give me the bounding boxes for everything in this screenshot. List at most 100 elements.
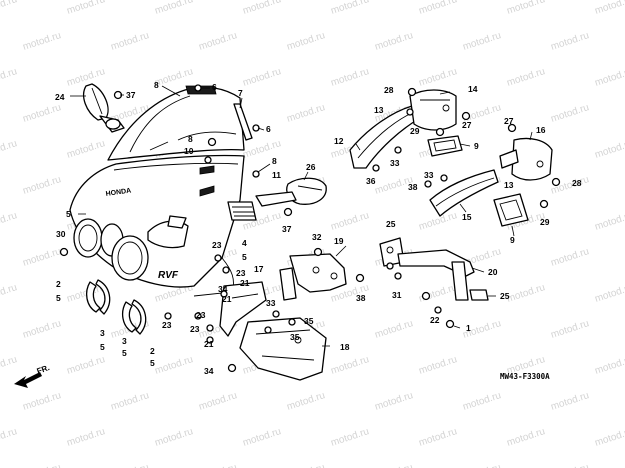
callout-38: 38 — [408, 182, 418, 192]
callout-5: 5 — [122, 348, 127, 358]
callout-38: 38 — [356, 293, 366, 303]
callout-2: 2 — [150, 346, 155, 356]
callout-16: 16 — [536, 125, 546, 135]
callout-29: 29 — [410, 126, 420, 136]
watermark-text: motod.ru — [418, 426, 459, 449]
watermark-text: motod.ru — [330, 426, 371, 449]
watermark-text: motod.ru — [550, 102, 591, 125]
stay-20 — [379, 237, 489, 301]
callout-33: 33 — [266, 298, 276, 308]
watermark-text: motod.ru — [374, 390, 415, 413]
callout-30: 30 — [56, 229, 66, 239]
watermark-text: motod.ru — [22, 174, 63, 197]
watermark-text: motod.ru — [66, 138, 107, 161]
callout-12: 12 — [334, 136, 344, 146]
watermark-text: motod.ru — [418, 0, 459, 17]
direction-label: FR. — [36, 363, 51, 376]
leader-lines — [70, 85, 533, 347]
callout-21: 21 — [222, 294, 232, 304]
callout-14: 14 — [468, 84, 478, 94]
callout-23: 23 — [236, 268, 246, 278]
callout-6: 6 — [212, 82, 217, 92]
watermark-text: motod.ru — [154, 354, 195, 377]
duct-14 — [409, 89, 457, 131]
watermark-text: motod.ru — [330, 354, 371, 377]
watermark-text: motod.ru — [198, 462, 239, 468]
lower-panel-18 — [239, 317, 327, 381]
watermark-text: motod.ru — [110, 462, 151, 468]
watermark-text: motod.ru — [0, 66, 18, 89]
seal-9b — [493, 193, 529, 227]
watermark-text: motod.ru — [462, 390, 503, 413]
watermark-text: motod.ru — [594, 0, 625, 17]
callout-5: 5 — [66, 209, 71, 219]
watermark-text: motod.ru — [506, 426, 547, 449]
watermark-text: motod.ru — [0, 0, 18, 17]
callout-24: 24 — [55, 92, 65, 102]
watermark-text: motod.ru — [594, 66, 625, 89]
callout-13: 13 — [504, 180, 514, 190]
callout-5: 5 — [100, 342, 105, 352]
callout-9: 9 — [474, 141, 479, 151]
watermark-text: motod.ru — [0, 354, 18, 377]
callout-1: 1 — [466, 323, 471, 333]
watermark-text: motod.ru — [418, 354, 459, 377]
callout-36: 36 — [366, 176, 376, 186]
callout-31: 31 — [392, 290, 402, 300]
callout-5: 5 — [242, 252, 247, 262]
callout-3: 3 — [122, 336, 127, 346]
callout-7: 7 — [238, 88, 243, 98]
callout-28: 28 — [384, 85, 394, 95]
diagram-code: MW43-F3300A — [500, 372, 550, 381]
watermark-text: motod.ru — [330, 0, 371, 17]
watermark-text: motod.ru — [110, 390, 151, 413]
watermark-text: motod.ru — [550, 318, 591, 341]
watermark-text: motod.ru — [22, 390, 63, 413]
watermark-text: motod.ru — [0, 426, 18, 449]
callout-2: 2 — [56, 279, 61, 289]
watermark-text: motod.ru — [462, 462, 503, 468]
callout-34: 34 — [204, 366, 214, 376]
callout-21: 21 — [240, 278, 250, 288]
hose-clamps — [85, 279, 147, 335]
watermark-text: motod.ru — [374, 462, 415, 468]
watermark-text: motod.ru — [550, 462, 591, 468]
callout-19: 19 — [334, 236, 344, 246]
watermark-text: motod.ru — [0, 138, 18, 161]
callout-9: 9 — [510, 235, 515, 245]
callout-23: 23 — [162, 320, 172, 330]
callout-10: 10 — [184, 146, 194, 156]
watermark-text: motod.ru — [594, 354, 625, 377]
watermark-text: motod.ru — [154, 0, 195, 17]
callout-28: 28 — [572, 178, 582, 188]
callout-37: 37 — [126, 90, 136, 100]
watermark-text: motod.ru — [22, 318, 63, 341]
brand-mark: HONDA — [105, 187, 131, 198]
callout-11: 11 — [272, 170, 281, 180]
watermark-text: motod.ru — [550, 246, 591, 269]
watermark-text: motod.ru — [594, 426, 625, 449]
watermark-text: motod.ru — [594, 282, 625, 305]
watermark-text: motod.ru — [154, 66, 195, 89]
callout-20: 20 — [488, 267, 498, 277]
watermark-text: motod.ru — [594, 210, 625, 233]
watermark-text: motod.ru — [550, 390, 591, 413]
watermark-text: motod.ru — [286, 462, 327, 468]
watermark-text: motod.ru — [66, 354, 107, 377]
left-mirror — [83, 83, 125, 133]
callout-8: 8 — [154, 80, 159, 90]
callout-35: 35 — [304, 316, 314, 326]
callout-33: 33 — [390, 158, 400, 168]
watermark-text: motod.ru — [242, 0, 283, 17]
callout-8: 8 — [272, 156, 277, 166]
watermark-text: motod.ru — [198, 390, 239, 413]
callout-25: 25 — [500, 291, 510, 301]
watermark-text: motod.ru — [330, 210, 371, 233]
callout-8: 8 — [188, 134, 193, 144]
side-bracket-17 — [219, 281, 267, 337]
callout-23: 23 — [190, 324, 200, 334]
callout-35: 35 — [290, 332, 300, 342]
watermark-text: motod.ru — [66, 426, 107, 449]
watermark-text: motod.ru — [66, 0, 107, 17]
duct-16 — [511, 137, 553, 181]
